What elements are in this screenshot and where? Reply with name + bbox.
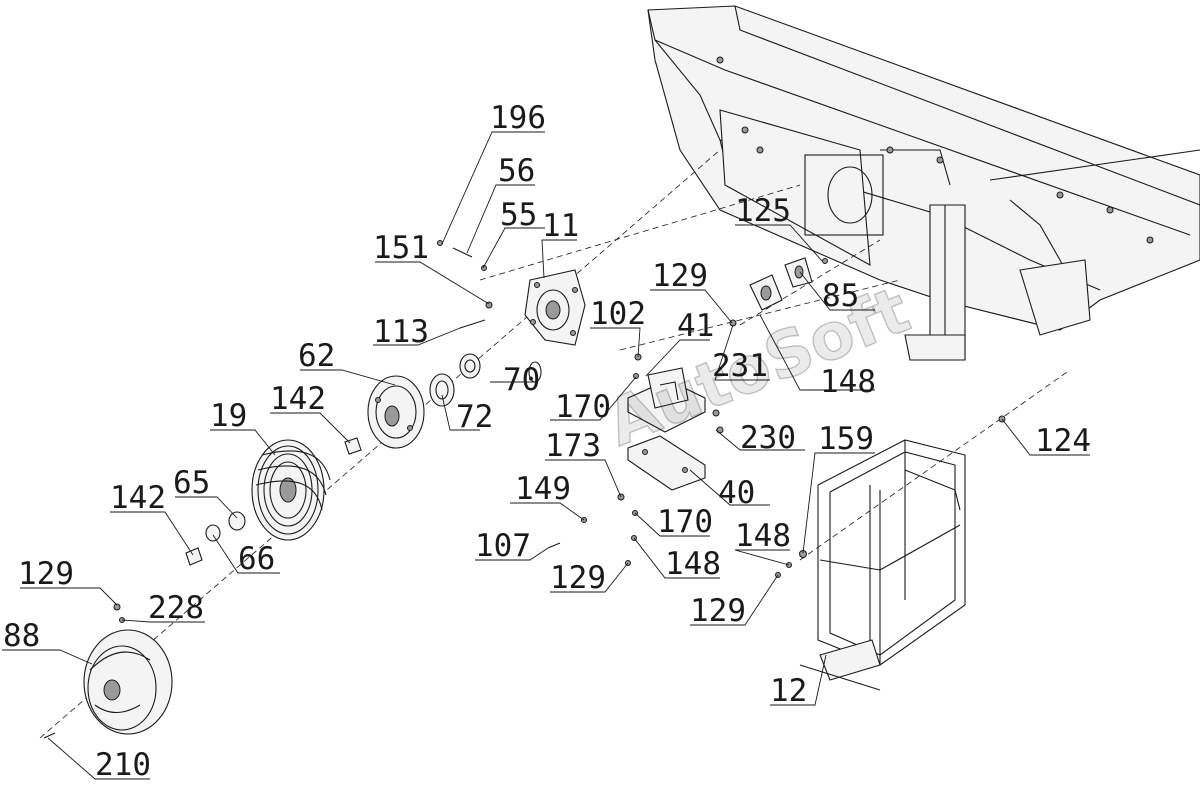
callout-151: 151 — [373, 230, 429, 266]
callout-62: 62 — [298, 338, 335, 374]
callout-125: 125 — [735, 193, 791, 229]
callout-88: 88 — [3, 618, 40, 654]
support-frame — [799, 439, 966, 691]
callout-41: 41 — [677, 308, 714, 344]
bearing-housing — [524, 269, 586, 346]
callout-19: 19 — [210, 398, 247, 434]
callout-148-mid: 148 — [665, 546, 721, 582]
callout-170-upper: 170 — [555, 389, 611, 425]
callout-148-right: 148 — [735, 518, 791, 554]
callout-129-left: 129 — [18, 556, 74, 592]
tension-bracket — [627, 367, 706, 433]
callout-124: 124 — [1035, 423, 1091, 459]
callout-231: 231 — [712, 348, 768, 384]
callout-113: 113 — [373, 314, 429, 350]
callout-210: 210 — [95, 747, 151, 783]
leader-lines — [2, 131, 1090, 780]
callout-129-mid: 129 — [550, 560, 606, 596]
callout-labels: 196 56 55 11 151 113 62 142 19 65 142 66… — [3, 100, 1091, 783]
callout-107: 107 — [475, 528, 531, 564]
callout-72: 72 — [456, 399, 493, 435]
callout-149: 149 — [515, 471, 571, 507]
callout-129-upper: 129 — [652, 258, 708, 294]
bearing-ring — [429, 353, 542, 407]
hub-flange — [367, 375, 425, 449]
fasteners — [43, 240, 1006, 739]
callout-70: 70 — [503, 362, 540, 398]
callout-12: 12 — [770, 673, 807, 709]
callout-230: 230 — [740, 420, 796, 456]
callout-173: 173 — [545, 428, 601, 464]
callout-66: 66 — [238, 541, 275, 577]
belt-pulley — [251, 439, 331, 541]
mounting-plate — [627, 435, 706, 491]
callout-85: 85 — [822, 278, 859, 314]
callout-40: 40 — [718, 475, 755, 511]
callout-142-lower: 142 — [110, 480, 166, 516]
callout-148-upper: 148 — [820, 364, 876, 400]
main-frame — [647, 5, 1200, 361]
flanged-bearings — [749, 257, 813, 311]
callout-228: 228 — [148, 590, 204, 626]
callout-56: 56 — [498, 153, 535, 189]
callout-129-lower: 129 — [690, 593, 746, 629]
callout-142: 142 — [270, 381, 326, 417]
callout-170-lower: 170 — [657, 504, 713, 540]
callout-11: 11 — [542, 208, 579, 244]
callout-102: 102 — [590, 296, 646, 332]
callout-55: 55 — [500, 197, 537, 233]
callout-196: 196 — [490, 100, 546, 136]
pulley-cover — [83, 629, 173, 735]
callout-159: 159 — [818, 421, 874, 457]
callout-65: 65 — [173, 465, 210, 501]
